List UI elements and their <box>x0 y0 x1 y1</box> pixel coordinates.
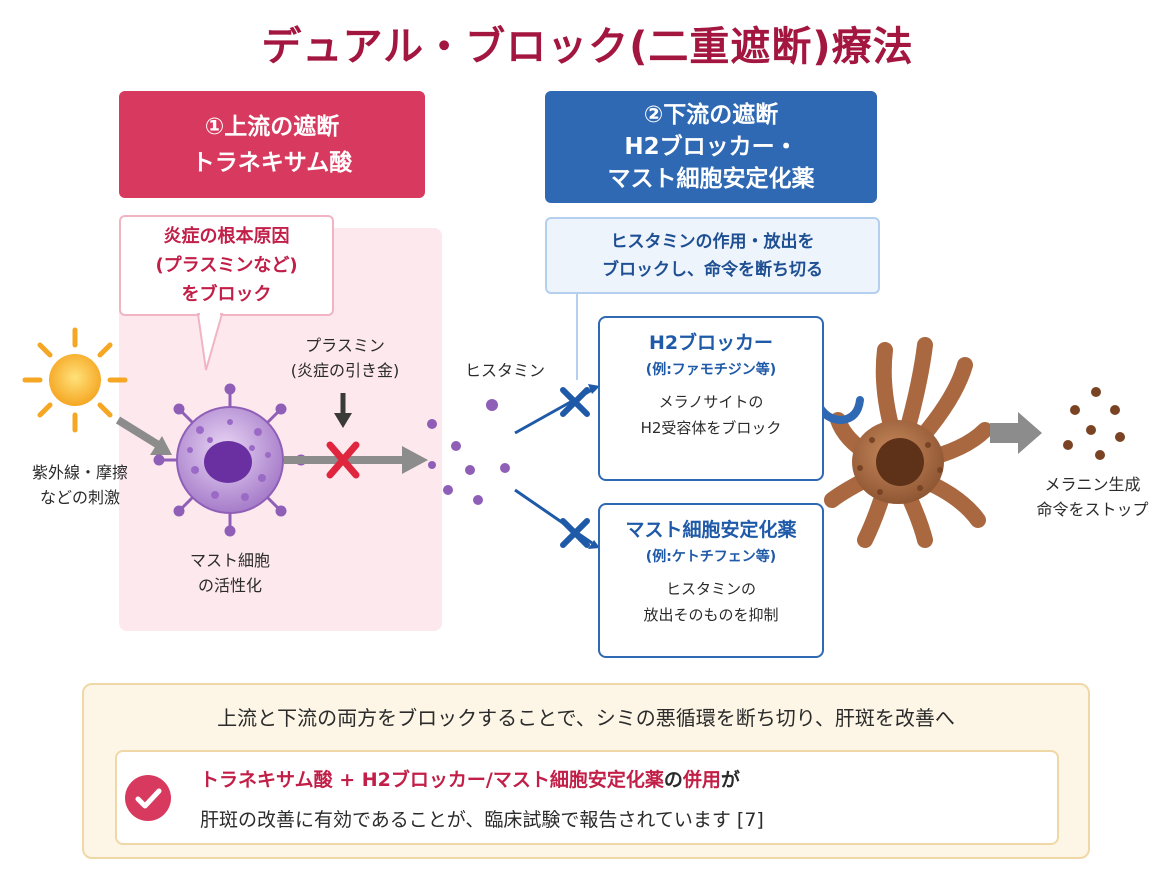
mast-cell-illustration <box>153 383 307 537</box>
plasmin-label-line-2: (炎症の引き金) <box>290 361 400 380</box>
histamine-particles <box>427 399 510 505</box>
mast-stabilizer-box: マスト細胞安定化薬 (例:ケトチフェン等) ヒスタミンの 放出そのものを抑制 <box>598 503 824 658</box>
downstream-drug-label-2: マスト細胞安定化薬 <box>607 166 815 192</box>
evidence-suffix: が <box>720 769 740 791</box>
downstream-callout: ヒスタミンの作用・放出を ブロックし、命令を断ち切る <box>545 217 880 294</box>
h2-blocker-name: H2ブロッカー <box>648 332 774 354</box>
histamine-label: ヒスタミン <box>464 361 545 380</box>
mast-block-x-icon <box>560 518 590 548</box>
page-title: デュアル・ブロック(二重遮断)療法 <box>261 24 914 70</box>
mast-stabilizer-desc: ヒスタミンの 放出そのものを抑制 <box>600 576 822 628</box>
h2-blocker-desc: メラノサイトの H2受容体をブロック <box>600 389 822 441</box>
plasmin-arrow <box>334 393 352 428</box>
evidence-panel <box>115 750 1059 845</box>
downstream-callout-line-2: ブロックし、命令を断ち切る <box>602 259 823 280</box>
h2-blocker-example: (例:ファモチジン等) <box>645 362 777 378</box>
summary-text: 上流と下流の両方をブロックすることで、シミの悪循環を断ち切り、肝斑を改善へ <box>217 706 955 730</box>
melanin-particles <box>1063 387 1125 460</box>
h2-block-x-icon <box>560 387 590 417</box>
melanin-label-line-1: メラニン生成 <box>1044 475 1141 494</box>
melanin-label-line-2: 命令をストップ <box>1036 500 1149 519</box>
mast-cell-label-line-2: の活性化 <box>197 576 262 595</box>
upstream-header: ①上流の遮断 トラネキサム酸 <box>119 91 425 198</box>
evidence-conjunction: の <box>663 769 683 791</box>
stimulus-label-line-2: などの刺激 <box>39 488 120 507</box>
downstream-drug-label-1: H2ブロッカー・ <box>624 134 798 160</box>
h2-blocker-desc-line-2: H2受容体をブロック <box>640 419 782 437</box>
mast-cell-label-line-1: マスト細胞 <box>189 551 270 570</box>
upstream-callout-line-1: 炎症の根本原因 <box>163 226 290 247</box>
mast-stabilizer-desc-line-2: 放出そのものを抑制 <box>643 606 779 624</box>
plasmin-label-line-1: プラスミン <box>305 336 385 355</box>
combined-use-label: 併用 <box>682 769 721 791</box>
downstream-header: ②下流の遮断 H2ブロッカー・ マスト細胞安定化薬 <box>545 91 877 203</box>
h2-blocker-desc-line-1: メラノサイトの <box>658 393 764 411</box>
melanocyte-illustration <box>824 337 993 548</box>
check-icon <box>125 775 171 821</box>
stimulus-label: 紫外線・摩擦 などの刺激 <box>20 460 140 510</box>
upstream-callout-line-3: をブロック <box>181 284 272 305</box>
upstream-drug-label: トラネキサム酸 <box>191 149 353 176</box>
mast-stabilizer-desc-line-1: ヒスタミンの <box>665 580 756 598</box>
downstream-step-label: ②下流の遮断 <box>643 102 779 128</box>
h2-blocker-box: H2ブロッカー (例:ファモチジン等) メラノサイトの H2受容体をブロック <box>598 316 824 481</box>
mast-stabilizer-example: (例:ケトチフェン等) <box>645 549 777 565</box>
evidence-line-1: トラネキサム酸 + H2ブロッカー/マスト細胞安定化薬の併用が <box>200 765 740 792</box>
melanocyte-to-melanin-arrow <box>990 412 1042 454</box>
callout-tail-red <box>196 312 224 371</box>
sun-icon <box>22 327 128 433</box>
mast-cell-label: マスト細胞 の活性化 <box>160 548 300 598</box>
stimulus-label-line-1: 紫外線・摩擦 <box>31 463 128 482</box>
upstream-callout-line-2: (プラスミンなど) <box>155 255 298 276</box>
evidence-line-2: 肝斑の改善に有効であることが、臨床試験で報告されています [7] <box>200 809 764 831</box>
plasmin-label: プラスミン (炎症の引き金) <box>270 333 420 383</box>
combination-drugs: トラネキサム酸 + H2ブロッカー/マスト細胞安定化薬 <box>200 769 664 791</box>
mast-stabilizer-name: マスト細胞安定化薬 <box>625 519 797 541</box>
melanin-label: メラニン生成 命令をストップ <box>1020 472 1165 522</box>
upstream-block-x-icon <box>326 441 360 479</box>
upstream-callout: 炎症の根本原因 (プラスミンなど) をブロック <box>119 215 334 316</box>
upstream-step-label: ①上流の遮断 <box>204 113 340 140</box>
downstream-callout-line-1: ヒスタミンの作用・放出を <box>610 231 815 252</box>
stimulus-arrow <box>115 416 172 455</box>
